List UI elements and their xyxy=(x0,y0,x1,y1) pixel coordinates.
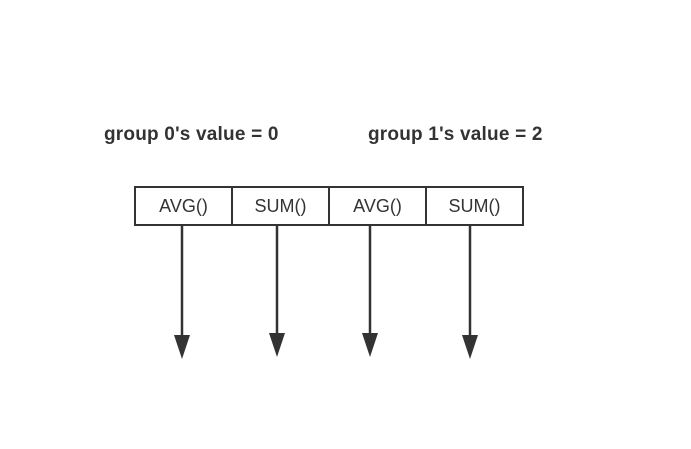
aggregate-cell-row: AVG() SUM() AVG() SUM() xyxy=(134,186,524,226)
cell-avg-group-0: AVG() xyxy=(159,195,208,216)
group-1-value-label: group 1's value = 2 xyxy=(368,124,543,145)
cell-sum-group-0: SUM() xyxy=(231,188,328,224)
arrow-avg-group-0 xyxy=(174,226,190,359)
arrow-sum-group-0 xyxy=(269,226,285,357)
arrow-sum-group-1 xyxy=(462,226,478,359)
cell-avg-group-1: AVG() xyxy=(328,188,425,224)
arrow-avg-group-1 xyxy=(362,226,378,357)
group-0-value-label: group 0's value = 0 xyxy=(104,124,279,145)
cell-sum-group-1: SUM() xyxy=(425,188,522,224)
